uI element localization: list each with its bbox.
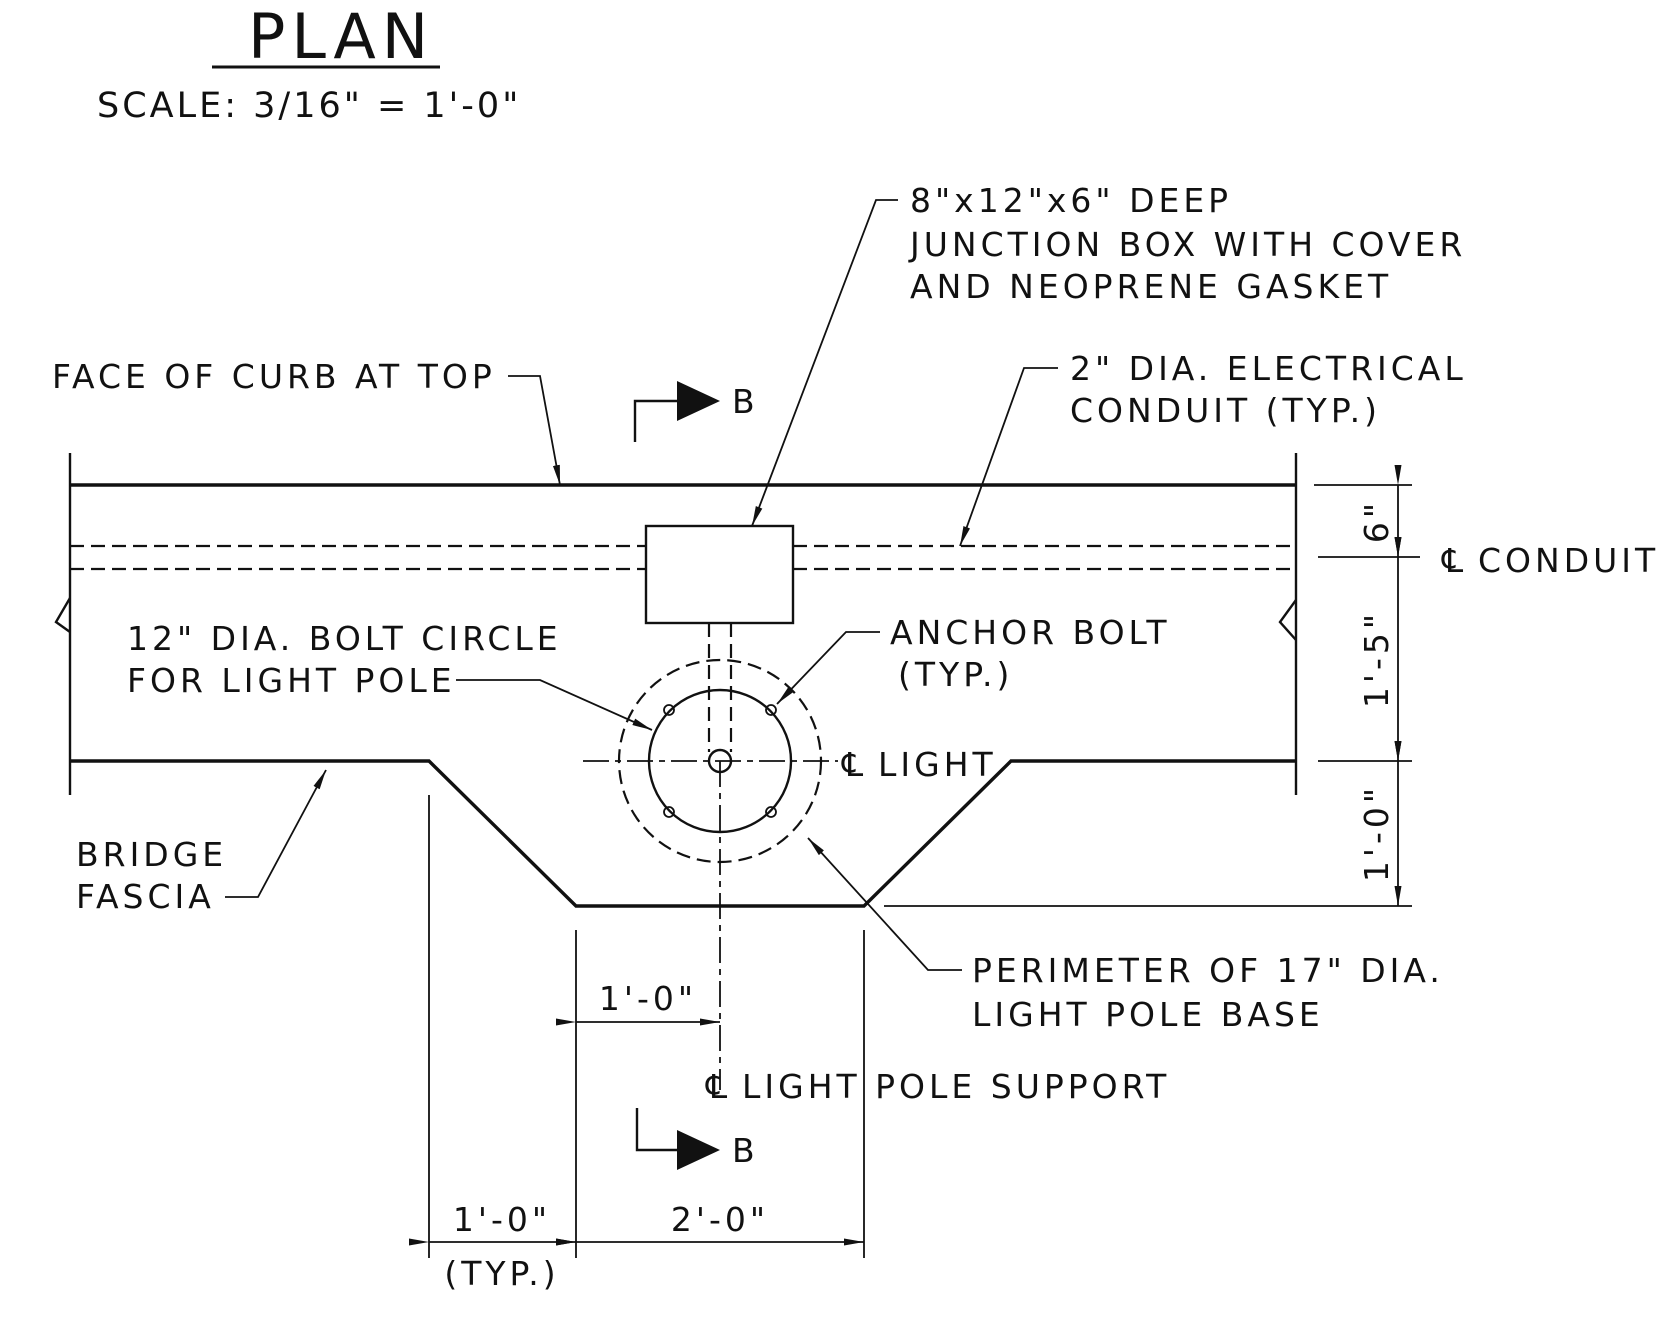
- dim-typ-text: (TYP.): [444, 1254, 559, 1293]
- conduit-note-line2: CONDUIT (TYP.): [1070, 391, 1381, 430]
- dim-2ft0in-text: 2'-0": [671, 1200, 769, 1239]
- anchor-bolt-note-line2: (TYP.): [898, 655, 1013, 694]
- junction-box-note-line2: JUNCTION BOX WITH COVER: [908, 225, 1466, 264]
- anchor-bolt-se: [765, 806, 777, 818]
- bolt-circle-note-line2: FOR LIGHT POLE: [127, 661, 456, 700]
- face-of-curb-note: FACE OF CURB AT TOP: [52, 357, 496, 396]
- section-b-top-arrow: [677, 381, 720, 421]
- conduit-leader: [959, 367, 1058, 547]
- centerline-conduit-label: CONDUIT: [1478, 541, 1657, 580]
- anchor-bolt-leader: [776, 631, 880, 705]
- perimeter-leader: [807, 837, 962, 971]
- scale-note: SCALE: 3/16" = 1'-0": [97, 86, 521, 126]
- bolt-circle-note-line1: 12" DIA. BOLT CIRCLE: [127, 619, 562, 658]
- section-b-top-label: B: [732, 382, 759, 421]
- face-of-curb-leader: [508, 375, 561, 486]
- centerline-support-symbol: ℄: [705, 1067, 731, 1106]
- section-b-top-leg: [633, 399, 680, 442]
- section-b-bottom-label: B: [732, 1131, 759, 1170]
- left-break-symbol: [54, 597, 72, 633]
- dim-1ft0in-bottom-text: 1'-0": [453, 1200, 551, 1239]
- junction-box: [644, 524, 795, 625]
- centerline-light-label: LIGHT: [878, 745, 997, 784]
- bridge-fascia-leader: [225, 769, 327, 898]
- perimeter-note-line1: PERIMETER OF 17" DIA.: [972, 951, 1444, 990]
- anchor-bolt-sw: [663, 806, 675, 818]
- section-b-bottom-leg: [635, 1108, 680, 1152]
- junction-box-note-line1: 8"x12"x6" DEEP: [910, 181, 1232, 220]
- section-b-bottom-arrow: [677, 1130, 720, 1170]
- dim-1ft5in-text: 1'-5": [1357, 610, 1396, 708]
- dim-1ft0in-vertical-text: 1'-0": [1357, 784, 1396, 882]
- right-break-symbol: [1278, 599, 1297, 641]
- centerline-support-label: LIGHT POLE SUPPORT: [742, 1067, 1170, 1106]
- bridge-fascia-outline: [70, 759, 1296, 908]
- dim-1ft0in-mid-text: 1'-0": [599, 979, 697, 1018]
- dim-6in-text: 6": [1357, 499, 1396, 543]
- centerline-light-symbol: ℄: [841, 745, 867, 784]
- bridge-fascia-note-line2: FASCIA: [76, 877, 215, 916]
- anchor-bolt-note-line1: ANCHOR BOLT: [890, 613, 1171, 652]
- anchor-bolt-nw: [663, 704, 675, 716]
- anchor-bolt-ne: [765, 704, 777, 716]
- bolt-circle-leader: [456, 679, 653, 731]
- centerline-conduit-symbol: ℄: [1441, 541, 1467, 580]
- bridge-fascia-note-line1: BRIDGE: [76, 835, 227, 874]
- perimeter-note-line2: LIGHT POLE BASE: [972, 995, 1324, 1034]
- drawing-title: PLAN: [248, 0, 434, 73]
- junction-box-note-line3: AND NEOPRENE GASKET: [910, 267, 1392, 306]
- junction-box-leader: [751, 199, 898, 527]
- conduit-note-line1: 2" DIA. ELECTRICAL: [1070, 349, 1467, 388]
